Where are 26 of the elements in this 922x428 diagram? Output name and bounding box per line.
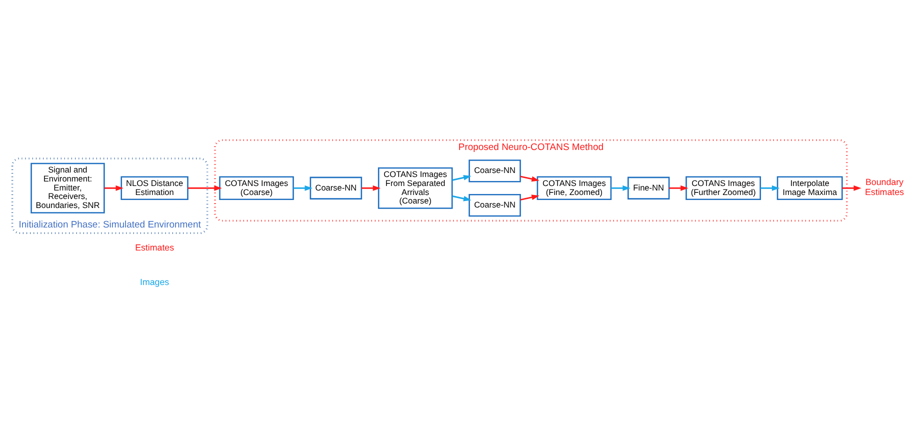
legend-label: Images xyxy=(140,276,170,287)
node-box: Coarse-NN xyxy=(468,194,521,216)
arrow xyxy=(520,194,540,200)
node-box: COTANS Images (Coarse) xyxy=(219,176,294,200)
arrow xyxy=(520,175,540,182)
node-box: Coarse-NN xyxy=(310,176,362,199)
arrow xyxy=(842,184,862,190)
node-text: Boundary Estimates xyxy=(865,176,904,197)
node-box: Fine-NN xyxy=(628,176,670,199)
arrow xyxy=(188,184,222,190)
arrow xyxy=(452,194,472,201)
arrow xyxy=(760,184,780,190)
node-box: COTANS Images From Separated Arrivals (Coarse) xyxy=(378,166,453,208)
legend-label: Estimates xyxy=(135,242,174,252)
node-box: COTANS Images (Further Zoomed) xyxy=(686,176,761,200)
node-box: Interpolate Image Maxima xyxy=(776,176,843,200)
arrow xyxy=(669,184,688,190)
arrow xyxy=(104,184,124,190)
arrow xyxy=(293,184,312,190)
node-box: COTANS Images (Fine, Zoomed) xyxy=(536,176,612,200)
node-box: Coarse-NN xyxy=(468,159,521,182)
node-box: NLOS Distance Estimation xyxy=(120,176,188,200)
arrow xyxy=(362,184,381,190)
arrow xyxy=(452,174,472,180)
node-box: Signal and Environment: Emitter, Receivers, Boundaries, SNR xyxy=(30,162,105,213)
arrow xyxy=(610,184,630,190)
